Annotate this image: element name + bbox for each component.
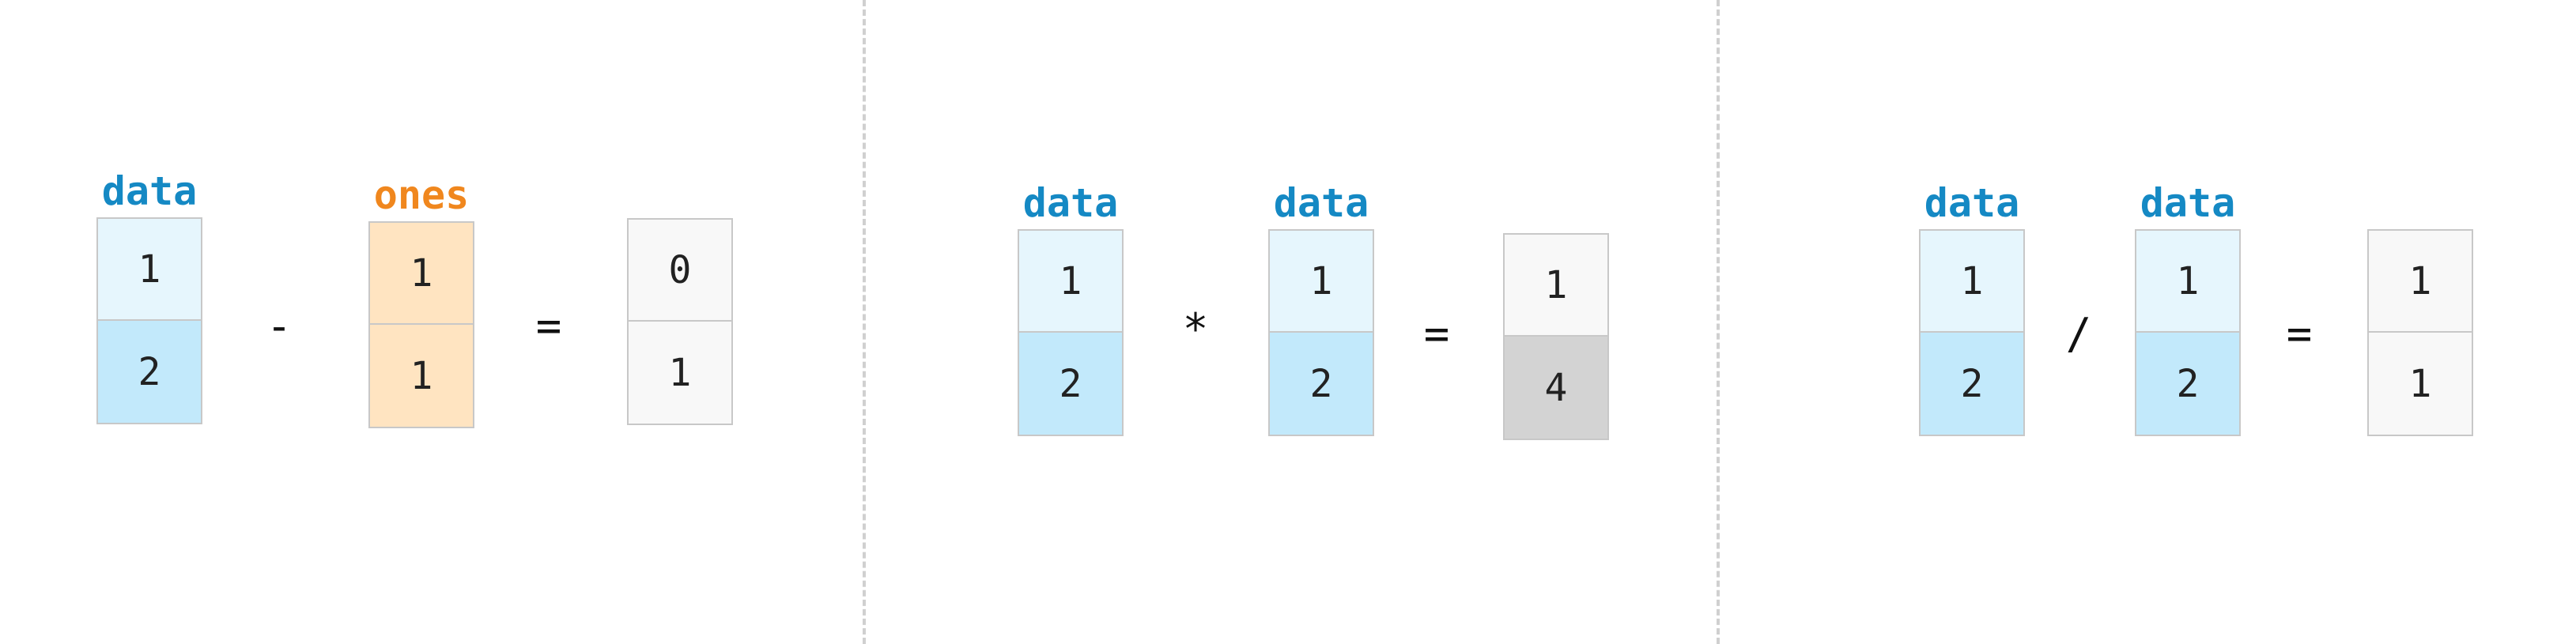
array-cell: 1 <box>96 217 202 321</box>
equals-symbol: = <box>1423 309 1450 359</box>
array-cell: 2 <box>2135 333 2241 436</box>
array-cell: 0 <box>627 218 733 322</box>
array-left: data 1 2 <box>1018 183 1124 436</box>
array-cell: 1 <box>368 221 474 325</box>
array-label: data <box>2140 180 2236 226</box>
array-cell: 1 <box>1268 229 1374 333</box>
array-cell: 1 <box>1919 229 2025 333</box>
array-cell: 1 <box>2367 229 2473 333</box>
array-cell: 1 <box>627 322 733 425</box>
array-result: 1 1 <box>2367 229 2473 436</box>
array-result: 1 4 <box>1503 233 1609 440</box>
array-cell: 2 <box>1919 333 2025 436</box>
array-label: data <box>101 168 198 214</box>
array-result: 0 1 <box>627 218 733 425</box>
array-cell-highlighted: 4 <box>1503 337 1609 440</box>
array-cell: 1 <box>2135 229 2241 333</box>
operator-symbol: * <box>1182 304 1209 354</box>
array-label: data <box>1022 180 1119 226</box>
array-cell: 2 <box>96 321 202 424</box>
array-left: data 1 2 <box>1919 183 2025 436</box>
array-right: ones 1 1 <box>368 175 474 428</box>
operator-symbol: - <box>266 301 293 351</box>
array-cell: 1 <box>1503 233 1609 337</box>
array-label: data <box>1924 180 2020 226</box>
equals-symbol: = <box>535 301 562 351</box>
array-right: data 1 2 <box>1268 183 1374 436</box>
array-cell: 2 <box>1018 333 1124 436</box>
panel-divider <box>863 0 866 644</box>
equals-symbol: = <box>2286 309 2313 359</box>
array-cell: 1 <box>368 325 474 428</box>
array-right: data 1 2 <box>2135 183 2241 436</box>
operator-symbol: / <box>2065 309 2092 359</box>
array-left: data 1 2 <box>96 171 202 424</box>
array-cell: 2 <box>1268 333 1374 436</box>
array-cell: 1 <box>1018 229 1124 333</box>
array-label: data <box>1273 180 1369 226</box>
array-cell: 1 <box>2367 333 2473 436</box>
array-label: ones <box>373 172 470 218</box>
panel-divider <box>1717 0 1720 644</box>
